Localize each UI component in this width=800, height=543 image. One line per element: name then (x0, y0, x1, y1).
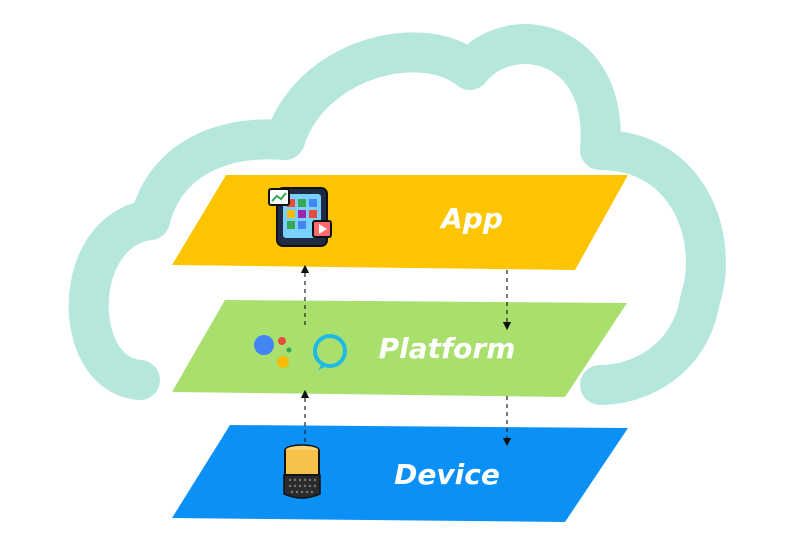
app-layer (172, 175, 628, 270)
mobile-apps-icon (268, 187, 332, 247)
device-layer-label: Device (394, 458, 500, 491)
alexa-icon (313, 334, 347, 370)
smart-speaker-icon (283, 444, 321, 499)
platform-layer (172, 300, 627, 397)
google-assistant-icon (254, 335, 292, 368)
cloud-outline (68, 24, 726, 405)
platform-layer-label: Platform (379, 332, 516, 365)
app-layer-label: App (439, 202, 503, 235)
